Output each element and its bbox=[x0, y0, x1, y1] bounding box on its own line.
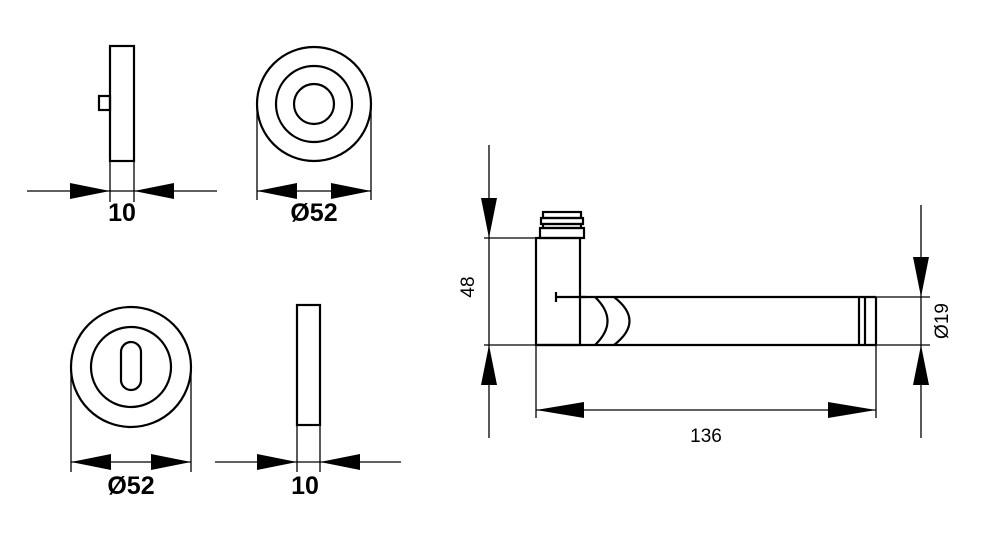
lever-length-dimension: 136 bbox=[535, 345, 877, 447]
rosette-thickness-label: 10 bbox=[108, 199, 136, 227]
lever-height-dimension: 48 bbox=[458, 145, 540, 438]
keyhole-slot bbox=[119, 340, 143, 392]
rosette-diameter-label: Ø52 bbox=[290, 199, 337, 227]
rosette-side-view bbox=[97, 44, 136, 163]
grip-diameter-dimension: Ø19 bbox=[876, 205, 953, 438]
lever-handle bbox=[534, 210, 878, 347]
escutcheon-front-view bbox=[69, 305, 193, 429]
lever-length-label: 136 bbox=[690, 426, 722, 447]
escutcheon-side-view bbox=[295, 303, 322, 427]
escutcheon-diameter-dimension: Ø52 bbox=[70, 367, 192, 500]
rosette-front-view bbox=[255, 45, 373, 163]
grip-diameter-label: Ø19 bbox=[932, 303, 953, 339]
lever-height-label: 48 bbox=[458, 276, 479, 297]
escutcheon-diameter-label: Ø52 bbox=[107, 472, 154, 500]
rosette-thickness-dimension: 10 bbox=[27, 161, 217, 227]
escutcheon-thickness-label: 10 bbox=[291, 472, 319, 500]
rosette-diameter-dimension: Ø52 bbox=[256, 104, 372, 227]
escutcheon-thickness-dimension: 10 bbox=[215, 425, 401, 500]
